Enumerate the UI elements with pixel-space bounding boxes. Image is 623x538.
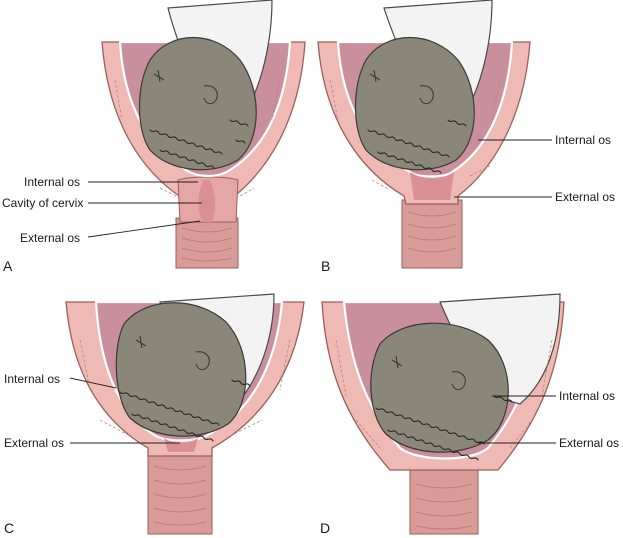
- vagina-d: [409, 467, 479, 535]
- panel-letter-b: B: [321, 258, 330, 274]
- panel-b: [317, 0, 552, 269]
- label-internal-os-d: Internal os: [559, 389, 615, 403]
- fetal-suture-b: [369, 69, 381, 83]
- fetal-hair-b: [367, 119, 467, 174]
- vagina-b: [401, 199, 463, 269]
- fetal-ear-b: [419, 85, 434, 105]
- panel-letter-a: A: [3, 258, 13, 274]
- fetal-suture-a: [153, 69, 165, 83]
- vagina-c: [147, 449, 213, 535]
- vagina-a: [175, 217, 239, 269]
- label-internal-os-a: Internal os: [24, 175, 80, 189]
- fetal-head-c: [115, 302, 247, 437]
- fetal-head-b: [354, 36, 475, 171]
- label-internal-os-b: Internal os: [555, 133, 611, 147]
- fetal-head-d: [370, 322, 509, 453]
- external-os-c: [164, 438, 198, 452]
- wall-texture-b: [329, 79, 501, 191]
- vaginal-rugae-b: [407, 211, 457, 253]
- label-cavity-of-cervix-a: Cavity of cervix: [2, 196, 83, 210]
- panel-a: [87, 0, 306, 269]
- fetal-suture-c: [135, 335, 147, 349]
- fetal-suture-d: [391, 355, 403, 369]
- panel-d: [321, 293, 565, 535]
- fetal-hair-a: [149, 119, 249, 169]
- leader-internal-os-c: [69, 377, 117, 389]
- vaginal-rugae-c: [153, 465, 207, 526]
- wall-texture-a: [114, 79, 281, 197]
- label-external-os-c: External os: [4, 436, 64, 450]
- vaginal-rugae-a: [181, 227, 233, 262]
- fetal-hair-d: [375, 395, 513, 461]
- labels: Internal os Cavity of cervix External os…: [2, 133, 619, 536]
- fetal-ear-d: [451, 371, 466, 391]
- fetal-hair-c: [119, 379, 251, 442]
- label-internal-os-c: Internal os: [4, 372, 60, 386]
- label-external-os-b: External os: [555, 190, 615, 204]
- panel-letter-d: D: [320, 520, 330, 536]
- label-external-os-a: External os: [20, 231, 80, 245]
- panel-letter-c: C: [4, 520, 14, 536]
- label-external-os-d: External os: [559, 436, 619, 450]
- cervical-canal-a: [198, 180, 216, 222]
- panel-c: [65, 293, 305, 535]
- cervical-canal-b: [410, 172, 454, 200]
- fetal-ear-c: [195, 351, 210, 371]
- leader-external-os-a: [87, 220, 201, 238]
- vaginal-rugae-d: [415, 483, 473, 530]
- wall-texture-c: [79, 339, 291, 437]
- fetal-ear-a: [203, 85, 218, 105]
